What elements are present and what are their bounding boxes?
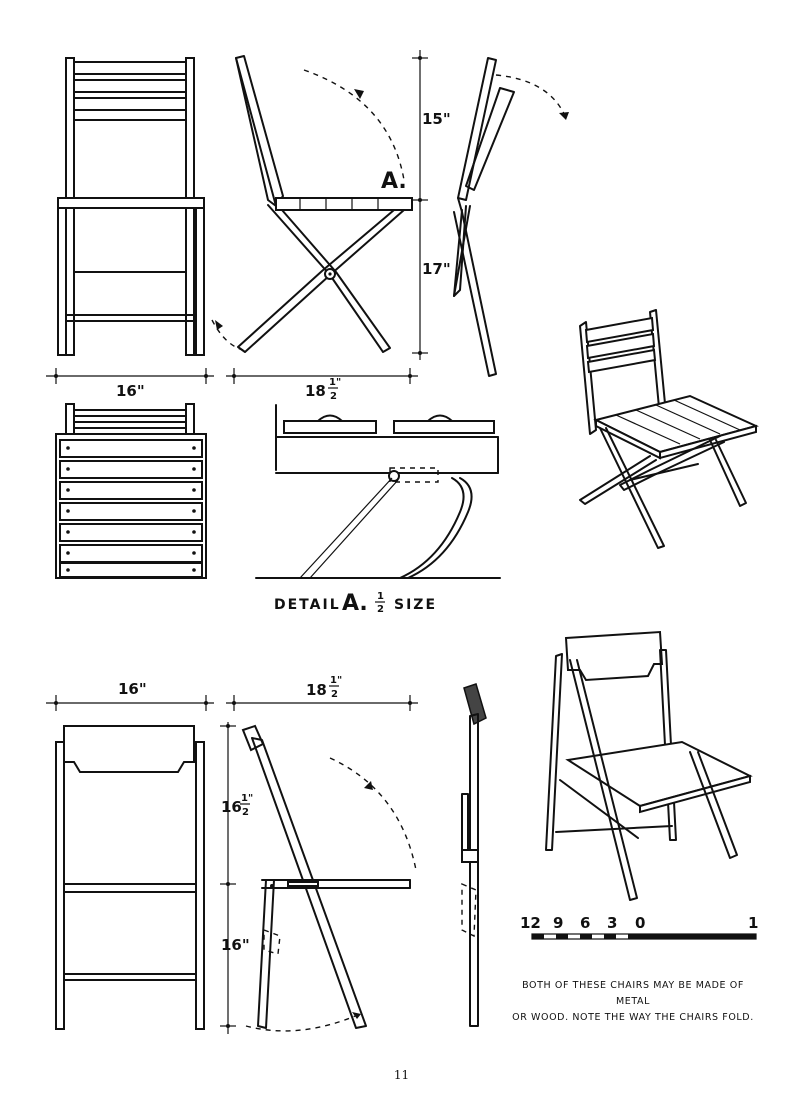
bottom-back-frac-den: 2 xyxy=(242,807,249,818)
fold-arrow-bottom-lower xyxy=(352,1012,361,1019)
scale-tick-12: 12 xyxy=(520,914,541,932)
detail-title-suffix: SIZE xyxy=(394,597,437,613)
fold-arc-bottom-lower xyxy=(245,1013,361,1032)
scale-tick-9: 9 xyxy=(553,914,563,932)
bottom-depth-dim: 18 xyxy=(306,681,327,699)
slat-chair-side-view xyxy=(235,55,413,353)
caption: BOTH OF THESE CHAIRS MAY BE MADE OF META… xyxy=(508,978,758,1026)
fold-arc-top-folded xyxy=(495,74,567,119)
panel-chair-side-view xyxy=(241,724,411,1029)
panel-chair-perspective xyxy=(545,630,753,901)
top-back-height-dim: 15" xyxy=(422,110,451,128)
top-width-dimension xyxy=(46,368,214,384)
panel-chair-folded-view xyxy=(461,683,487,1027)
page-number: 11 xyxy=(393,1068,410,1082)
bottom-width-dim: 16" xyxy=(118,680,147,698)
top-depth-dimension xyxy=(226,368,418,384)
panel-chair-front-view xyxy=(55,725,205,1030)
slat-chair-folded-view xyxy=(453,57,515,377)
bottom-seat-height-dim: 16" xyxy=(221,936,250,954)
bottom-back-frac-num: 1" xyxy=(241,793,253,804)
slat-chair-plan-view xyxy=(55,403,207,579)
fold-arc-bottom-upper xyxy=(329,757,417,871)
top-width-dim: 16" xyxy=(116,382,145,400)
scale-tick-1: 1 xyxy=(748,914,758,932)
bottom-back-height-dim: 16 xyxy=(221,798,242,816)
caption-line-1: BOTH OF THESE CHAIRS MAY BE MADE OF META… xyxy=(522,980,744,1007)
fold-arc-top-upper xyxy=(303,69,405,181)
bottom-depth-frac-num: 1" xyxy=(330,675,342,686)
detail-title-prefix: DETAIL xyxy=(274,597,341,613)
detail-title-letter: A. xyxy=(342,591,368,616)
bottom-depth-frac-den: 2 xyxy=(331,689,338,700)
scale-tick-6: 6 xyxy=(580,914,590,932)
top-depth-frac-den: 2 xyxy=(330,391,337,402)
fold-arrow-top-upper xyxy=(354,89,364,99)
top-depth-dim: 18 xyxy=(305,382,326,400)
detail-scale-num: 1 xyxy=(377,591,384,602)
fold-arrow-top-lower xyxy=(215,320,223,330)
caption-line-2: OR WOOD. NOTE THE WAY THE CHAIRS FOLD. xyxy=(512,1012,754,1023)
fold-arrow-top-folded xyxy=(559,112,569,120)
scale-tick-3: 3 xyxy=(607,914,617,932)
fold-arrow-bottom-upper xyxy=(364,781,373,790)
bottom-width-dimension xyxy=(46,695,214,711)
detail-a-title: DETAIL A. 1 2 SIZE xyxy=(274,591,437,616)
top-depth-frac-num: 1" xyxy=(329,377,341,388)
bottom-depth-dimension xyxy=(226,695,418,711)
detail-a-hinge xyxy=(255,404,501,579)
slat-chair-perspective xyxy=(579,309,759,549)
scale-tick-0: 0 xyxy=(635,914,645,932)
fold-arc-top-lower xyxy=(211,319,244,351)
bottom-height-dimension xyxy=(220,722,236,1034)
top-height-dimension xyxy=(412,50,428,360)
top-seat-height-dim: 17" xyxy=(422,260,451,278)
slat-chair-front-view xyxy=(57,57,205,356)
detail-scale-den: 2 xyxy=(377,604,384,615)
detail-marker-label: A. xyxy=(381,169,407,194)
scale-bar xyxy=(531,933,757,940)
